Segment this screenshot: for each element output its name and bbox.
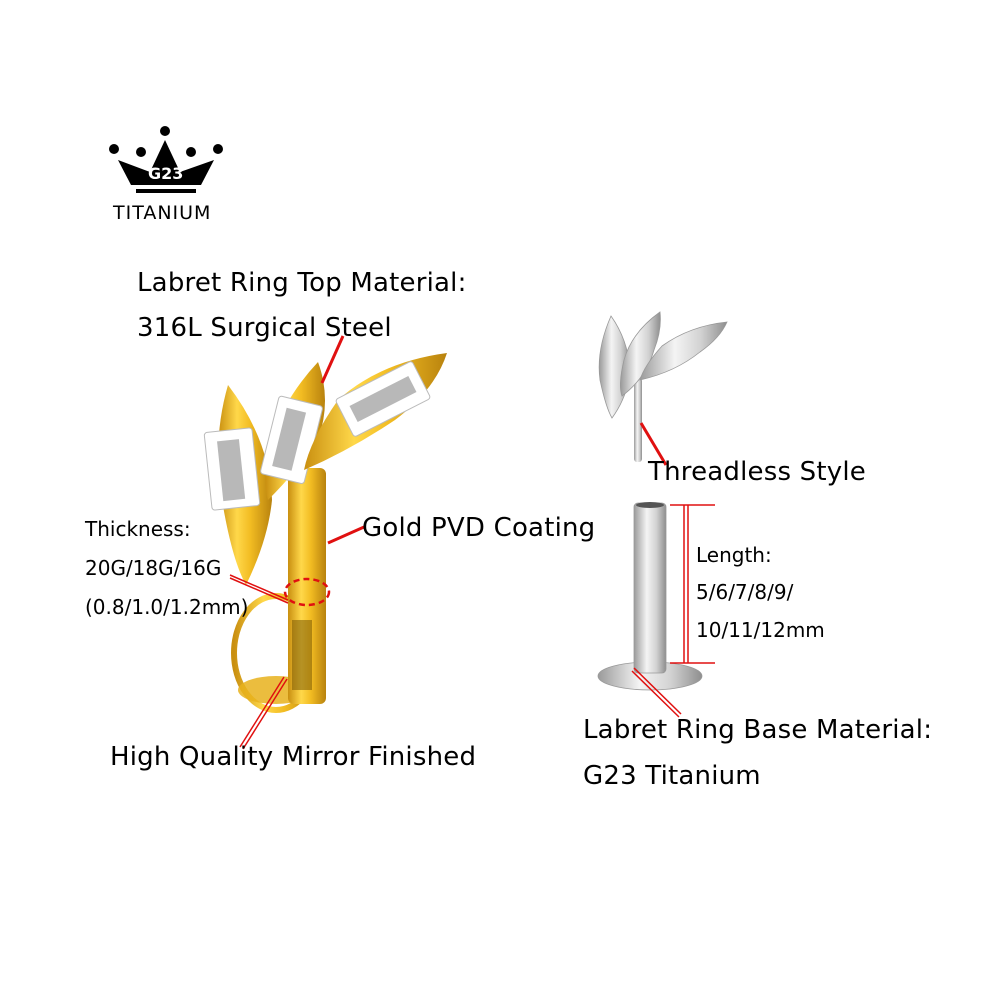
coating-label: Gold PVD Coating: [362, 513, 596, 543]
silver-labret-base: [597, 502, 715, 691]
thickness-title: Thickness:: [85, 517, 191, 541]
badge-text: G23: [148, 164, 184, 183]
badge-caption: TITANIUM: [113, 202, 212, 224]
top-material-title: Labret Ring Top Material:: [137, 268, 467, 298]
style-label: Threadless Style: [648, 457, 866, 487]
top-material-value: 316L Surgical Steel: [137, 313, 392, 343]
finish-label: High Quality Mirror Finished: [110, 742, 477, 772]
length-title: Length:: [696, 543, 772, 567]
silver-threadless-top: [598, 311, 728, 462]
thickness-mm: (0.8/1.0/1.2mm): [85, 595, 249, 619]
thickness-gauges: 20G/18G/16G: [85, 556, 222, 580]
gold-labret: [203, 353, 447, 713]
base-material-value: G23 Titanium: [583, 761, 761, 791]
length-values-1: 5/6/7/8/9/: [696, 580, 794, 604]
annotation-lines: [229, 335, 682, 750]
base-material-title: Labret Ring Base Material:: [583, 715, 933, 745]
length-values-2: 10/11/12mm: [696, 618, 825, 642]
